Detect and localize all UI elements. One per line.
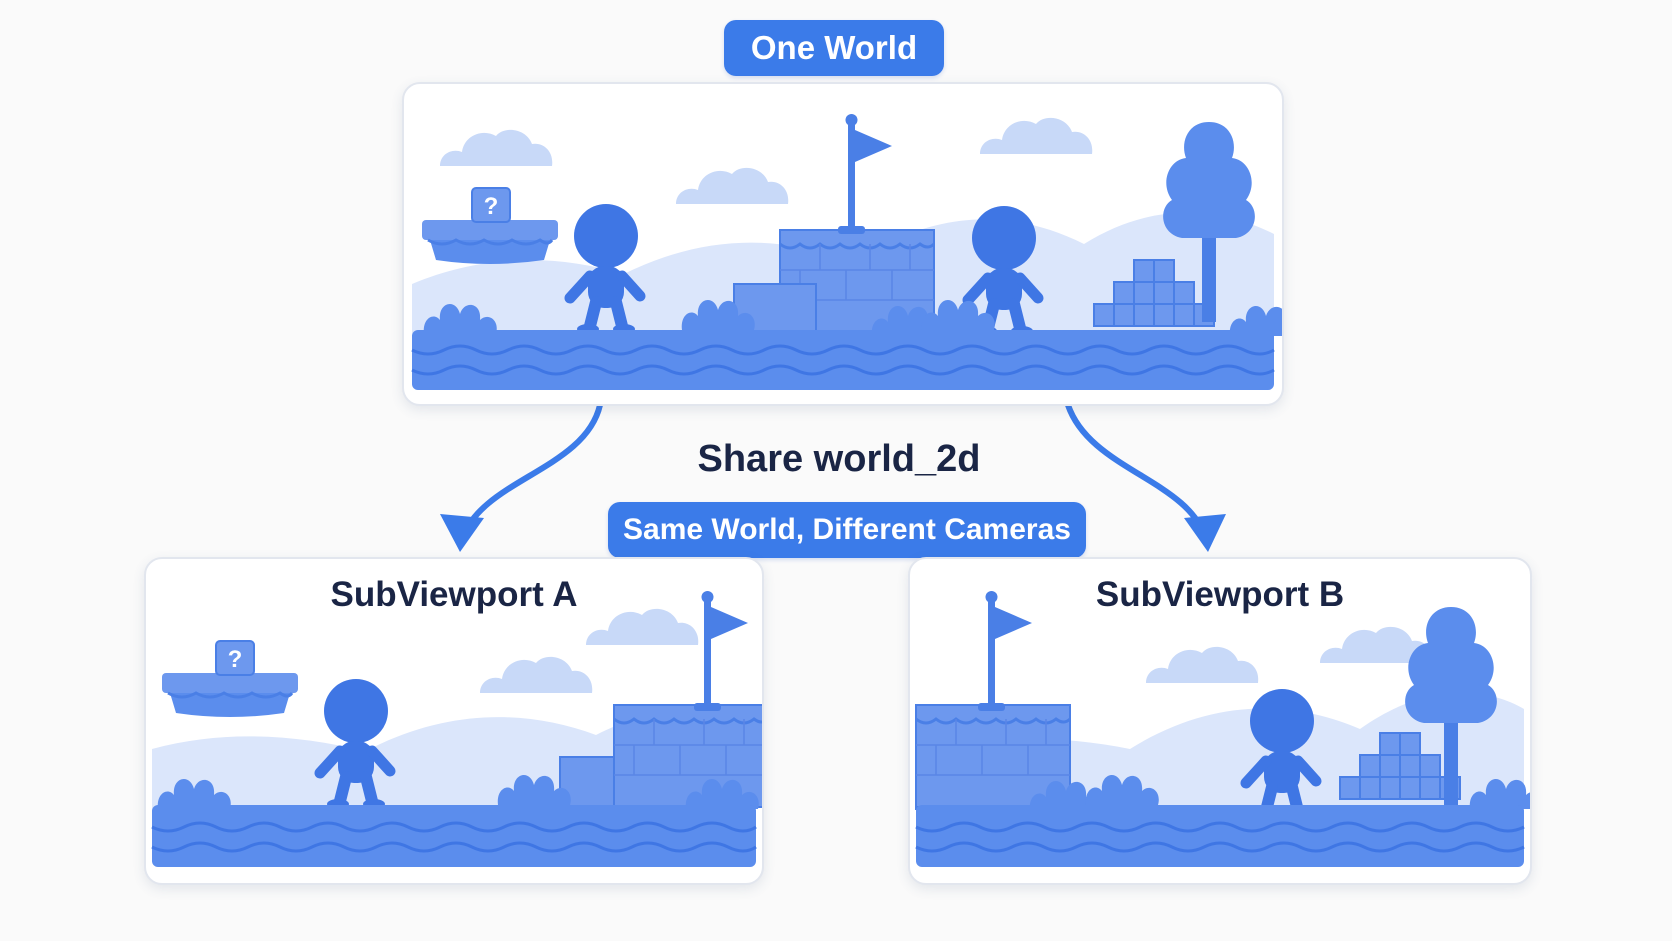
subviewport-a-panel: ? SubViewport A [144,557,764,885]
ground [152,805,756,867]
subviewport-b-title: SubViewport B [1095,575,1345,614]
same-world-badge: Same World, Different Cameras [608,502,1086,558]
ground [412,330,1274,390]
floating-platform [420,218,560,266]
one-world-badge: One World [724,20,944,76]
world-scene: ? [411,92,1282,396]
subviewport-a-scene: ? [151,565,762,877]
ground [916,805,1524,867]
subviewport-b-panel: SubViewport B [908,557,1532,885]
question-mark: ? [484,193,499,220]
question-mark: ? [228,646,243,673]
subviewport-a-title: SubViewport A [330,575,578,614]
floating-platform [160,671,300,719]
world-panel: ? [402,82,1284,406]
share-world-label: Share world_2d [697,438,981,480]
subviewport-b-scene [914,565,1530,877]
